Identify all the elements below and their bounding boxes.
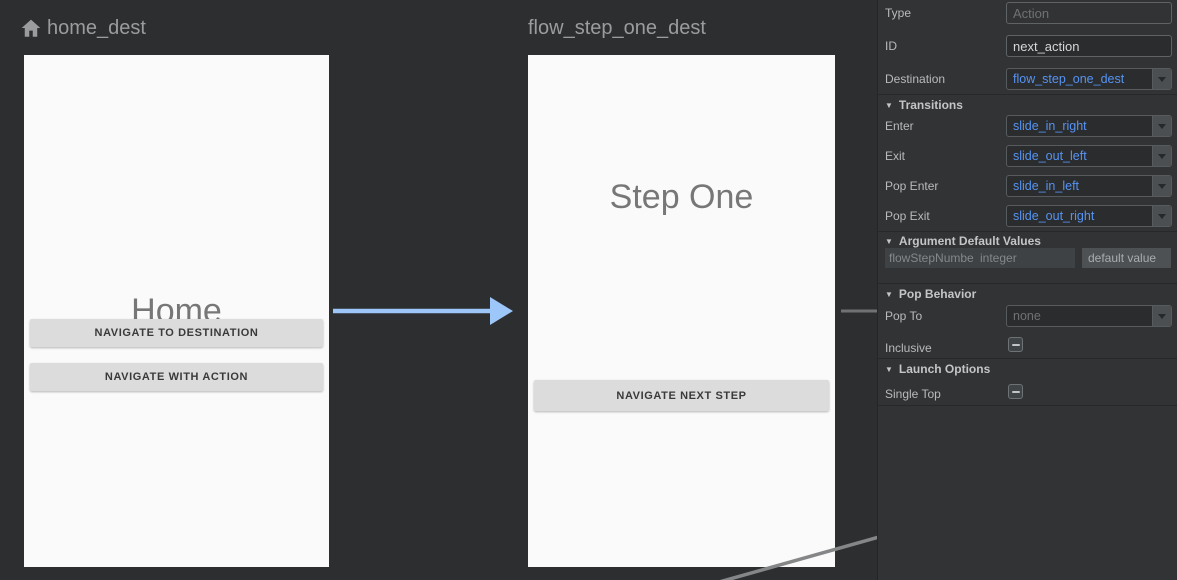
collapse-triangle-icon: ▼ [885,364,893,374]
separator [878,283,1177,284]
chevron-down-icon[interactable] [1152,306,1171,326]
separator [878,405,1177,406]
id-label: ID [885,39,897,53]
pop-enter-label: Pop Enter [885,179,939,193]
home-screen-preview[interactable]: Home NAVIGATE TO DESTINATION NAVIGATE WI… [24,55,329,567]
destination-dropdown[interactable]: flow_step_one_dest [1006,68,1172,90]
separator [878,94,1177,95]
destination-header-home: home_dest [20,8,146,48]
id-row: ID [885,35,1172,57]
type-label: Type [885,6,912,20]
type-row: Type [885,2,1172,24]
exit-label: Exit [885,149,906,163]
exit-row: Exit slide_out_left [885,145,1172,167]
chevron-down-icon[interactable] [1152,146,1171,166]
chevron-down-icon[interactable] [1152,206,1171,226]
argument-name-cell[interactable]: flowStepNumbe [885,248,980,268]
step-one-screen-preview[interactable]: Step One NAVIGATE NEXT STEP [528,55,835,567]
step-one-screen-title: Step One [609,178,754,216]
navigate-with-action-button: NAVIGATE WITH ACTION [30,363,323,391]
collapse-triangle-icon: ▼ [885,100,893,110]
single-top-checkbox[interactable] [1008,384,1023,399]
pop-to-label: Pop To [885,309,923,323]
separator [878,358,1177,359]
destination-title-step-one: flow_step_one_dest [528,16,706,39]
indeterminate-dash-icon [1011,343,1020,346]
single-top-label: Single Top [885,387,941,401]
type-field[interactable] [1006,2,1172,24]
pop-exit-label: Pop Exit [885,209,930,223]
chevron-down-icon[interactable] [1152,116,1171,136]
argument-default-value-field[interactable]: default value [1082,248,1171,268]
enter-row: Enter slide_in_right [885,115,1172,137]
pop-enter-dropdown[interactable]: slide_in_left [1006,175,1172,197]
collapse-triangle-icon: ▼ [885,236,893,246]
pop-exit-row: Pop Exit slide_out_right [885,205,1172,227]
nav-graph-canvas[interactable]: home_dest Home NAVIGATE TO DESTINATION N… [0,0,877,580]
pop-exit-dropdown[interactable]: slide_out_right [1006,205,1172,227]
destination-header-step-one: flow_step_one_dest [528,8,706,48]
argument-defaults-section-header[interactable]: ▼ Argument Default Values [885,234,1041,248]
argument-type-cell[interactable]: integer [980,248,1075,268]
inclusive-row: Inclusive [885,337,1172,359]
navigate-to-destination-button: NAVIGATE TO DESTINATION [30,319,323,347]
indeterminate-dash-icon [1011,390,1020,393]
destination-row: Destination flow_step_one_dest [885,68,1172,90]
inclusive-checkbox[interactable] [1008,337,1023,352]
enter-label: Enter [885,119,914,133]
pop-enter-row: Pop Enter slide_in_left [885,175,1172,197]
chevron-down-icon[interactable] [1152,69,1171,89]
separator [878,231,1177,232]
attributes-panel: Type ID Destination flow_step_one_dest ▼… [877,0,1177,580]
pop-behavior-section-header[interactable]: ▼ Pop Behavior [885,287,977,301]
selected-action-edge[interactable] [333,297,513,325]
enter-dropdown[interactable]: slide_in_right [1006,115,1172,137]
home-icon [21,19,41,37]
inclusive-label: Inclusive [885,341,932,355]
navigate-next-step-button: NAVIGATE NEXT STEP [534,380,829,411]
destination-label: Destination [885,72,946,86]
pop-to-dropdown[interactable]: none [1006,305,1172,327]
exit-dropdown[interactable]: slide_out_left [1006,145,1172,167]
id-field[interactable] [1006,35,1172,57]
transitions-section-header[interactable]: ▼ Transitions [885,98,963,112]
collapse-triangle-icon: ▼ [885,289,893,299]
launch-options-section-header[interactable]: ▼ Launch Options [885,362,991,376]
destination-title-home: home_dest [47,16,146,39]
single-top-row: Single Top [885,383,1172,405]
chevron-down-icon[interactable] [1152,176,1171,196]
pop-to-row: Pop To none [885,305,1172,327]
